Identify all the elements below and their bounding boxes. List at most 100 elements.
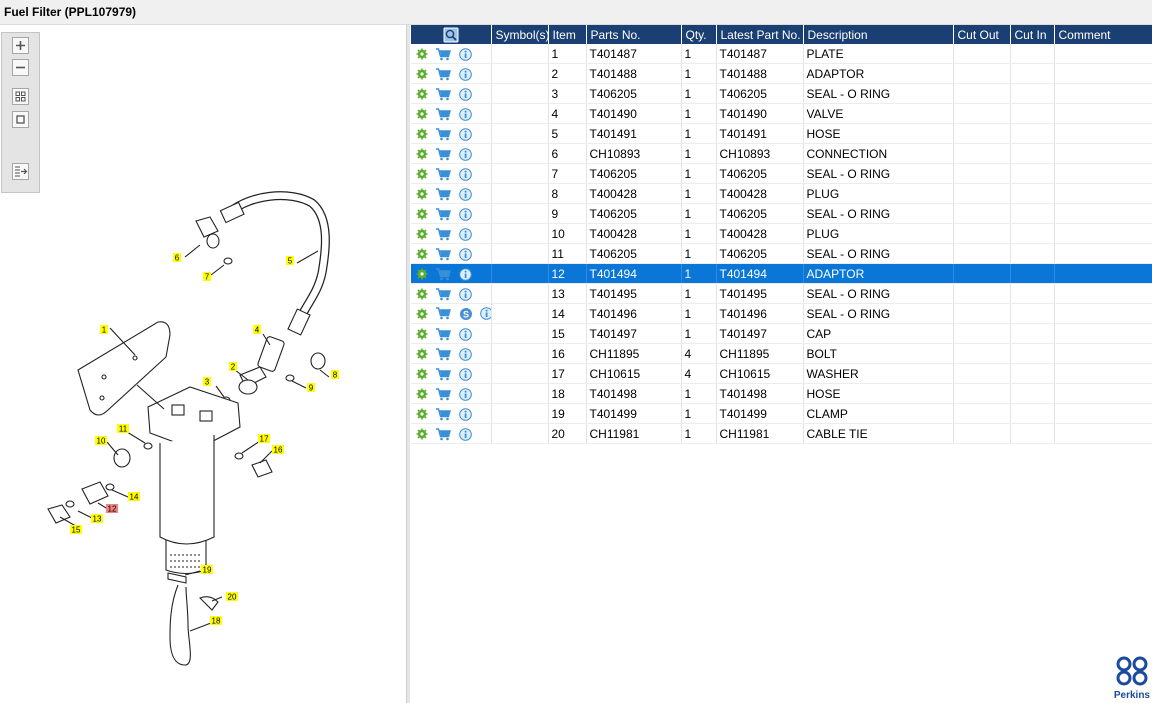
gear-icon[interactable] bbox=[416, 328, 428, 340]
gear-icon[interactable] bbox=[416, 228, 428, 240]
callout-12[interactable]: 12 bbox=[106, 504, 118, 514]
cart-icon[interactable] bbox=[435, 127, 452, 141]
gear-icon[interactable] bbox=[416, 128, 428, 140]
pane-splitter[interactable] bbox=[406, 25, 410, 703]
cart-icon[interactable] bbox=[435, 47, 452, 61]
cart-icon[interactable] bbox=[435, 387, 452, 401]
table-row[interactable]: 20 CH11981 1 CH11981 CABLE TIE bbox=[411, 423, 1152, 444]
info-icon[interactable] bbox=[458, 327, 472, 341]
zoom-out-button[interactable] bbox=[12, 59, 29, 76]
cart-icon[interactable] bbox=[435, 407, 452, 421]
gear-icon[interactable] bbox=[416, 248, 428, 260]
column-header-item[interactable]: Item bbox=[548, 25, 587, 44]
cart-icon[interactable] bbox=[435, 327, 452, 341]
cart-icon[interactable] bbox=[435, 247, 452, 261]
info-icon[interactable] bbox=[458, 267, 472, 281]
column-header-parts-no[interactable]: Parts No. bbox=[586, 25, 682, 44]
gear-icon[interactable] bbox=[416, 388, 428, 400]
callout-9[interactable]: 9 bbox=[307, 383, 315, 393]
callout-17[interactable]: 17 bbox=[258, 434, 270, 444]
info-icon[interactable] bbox=[458, 127, 472, 141]
info-icon[interactable] bbox=[458, 167, 472, 181]
table-row[interactable]: 19 T401499 1 T401499 CLAMP bbox=[411, 403, 1152, 424]
gear-icon[interactable] bbox=[416, 288, 428, 300]
column-header-latest-part-no[interactable]: Latest Part No. bbox=[716, 25, 804, 44]
info-icon[interactable] bbox=[458, 407, 472, 421]
gear-icon[interactable] bbox=[416, 48, 428, 60]
cart-icon[interactable] bbox=[435, 227, 452, 241]
fit-view-button[interactable] bbox=[12, 88, 29, 105]
cart-icon[interactable] bbox=[435, 207, 452, 221]
info-icon[interactable] bbox=[458, 107, 472, 121]
cart-icon[interactable] bbox=[435, 367, 452, 381]
info-icon[interactable] bbox=[458, 67, 472, 81]
table-row[interactable]: S 14 T401496 1 T401496 SEAL - O RING bbox=[411, 303, 1152, 324]
cart-icon[interactable] bbox=[435, 187, 452, 201]
table-row[interactable]: 9 T406205 1 T406205 SEAL - O RING bbox=[411, 203, 1152, 224]
gear-icon[interactable] bbox=[416, 148, 428, 160]
gear-icon[interactable] bbox=[416, 88, 428, 100]
info-icon[interactable] bbox=[458, 247, 472, 261]
zoom-in-button[interactable] bbox=[12, 37, 29, 54]
gear-icon[interactable] bbox=[416, 188, 428, 200]
column-header-description[interactable]: Description bbox=[803, 25, 954, 44]
s-badge-icon[interactable]: S bbox=[459, 307, 473, 321]
gear-icon[interactable] bbox=[416, 428, 428, 440]
cart-icon[interactable] bbox=[435, 347, 452, 361]
info-icon[interactable] bbox=[458, 147, 472, 161]
info-icon[interactable] bbox=[458, 387, 472, 401]
callout-5[interactable]: 5 bbox=[286, 256, 294, 266]
callout-15[interactable]: 15 bbox=[70, 525, 82, 535]
table-row[interactable]: 7 T406205 1 T406205 SEAL - O RING bbox=[411, 163, 1152, 184]
info-icon[interactable] bbox=[458, 347, 472, 361]
actual-size-button[interactable] bbox=[12, 111, 29, 128]
table-row[interactable]: 4 T401490 1 T401490 VALVE bbox=[411, 103, 1152, 124]
table-row[interactable]: 17 CH10615 4 CH10615 WASHER bbox=[411, 363, 1152, 384]
gear-icon[interactable] bbox=[416, 368, 428, 380]
table-row[interactable]: 15 T401497 1 T401497 CAP bbox=[411, 323, 1152, 344]
cart-icon[interactable] bbox=[435, 147, 452, 161]
cart-icon[interactable] bbox=[435, 67, 452, 81]
cart-icon[interactable] bbox=[435, 267, 452, 281]
info-icon[interactable] bbox=[458, 227, 472, 241]
table-row[interactable]: 13 T401495 1 T401495 SEAL - O RING bbox=[411, 283, 1152, 304]
info-icon[interactable] bbox=[458, 287, 472, 301]
callout-18[interactable]: 18 bbox=[210, 616, 222, 626]
callout-10[interactable]: 10 bbox=[95, 436, 107, 446]
cart-icon[interactable] bbox=[435, 287, 452, 301]
table-row[interactable]: 16 CH11895 4 CH11895 BOLT bbox=[411, 343, 1152, 364]
column-header-qty[interactable]: Qty. bbox=[681, 25, 717, 44]
table-row[interactable]: 12 T401494 1 T401494 ADAPTOR bbox=[411, 263, 1152, 284]
callout-14[interactable]: 14 bbox=[128, 492, 140, 502]
info-icon[interactable] bbox=[458, 47, 472, 61]
callout-11[interactable]: 11 bbox=[117, 424, 129, 434]
column-header-symbols[interactable]: Symbol(s) bbox=[491, 25, 549, 44]
callout-16[interactable]: 16 bbox=[272, 445, 284, 455]
gear-icon[interactable] bbox=[416, 408, 428, 420]
column-header-cut-in[interactable]: Cut In bbox=[1010, 25, 1055, 44]
callout-6[interactable]: 6 bbox=[173, 253, 181, 263]
cart-icon[interactable] bbox=[435, 427, 452, 441]
gear-icon[interactable] bbox=[416, 208, 428, 220]
gear-icon[interactable] bbox=[416, 268, 428, 280]
info-icon[interactable] bbox=[458, 187, 472, 201]
callout-7[interactable]: 7 bbox=[203, 272, 211, 282]
table-row[interactable]: 3 T406205 1 T406205 SEAL - O RING bbox=[411, 83, 1152, 104]
info-icon[interactable] bbox=[458, 87, 472, 101]
info-icon[interactable] bbox=[458, 207, 472, 221]
gear-icon[interactable] bbox=[416, 348, 428, 360]
table-row[interactable]: 18 T401498 1 T401498 HOSE bbox=[411, 383, 1152, 404]
callout-2[interactable]: 2 bbox=[229, 362, 237, 372]
gear-icon[interactable] bbox=[416, 108, 428, 120]
table-row[interactable]: 2 T401488 1 T401488 ADAPTOR bbox=[411, 63, 1152, 84]
callout-8[interactable]: 8 bbox=[331, 370, 339, 380]
header-search-cell[interactable] bbox=[411, 25, 492, 44]
table-row[interactable]: 5 T401491 1 T401491 HOSE bbox=[411, 123, 1152, 144]
table-row[interactable]: 10 T400428 1 T400428 PLUG bbox=[411, 223, 1152, 244]
gear-icon[interactable] bbox=[416, 168, 428, 180]
cart-icon[interactable] bbox=[435, 167, 452, 181]
table-row[interactable]: 6 CH10893 1 CH10893 CONNECTION bbox=[411, 143, 1152, 164]
export-button[interactable] bbox=[12, 163, 29, 180]
